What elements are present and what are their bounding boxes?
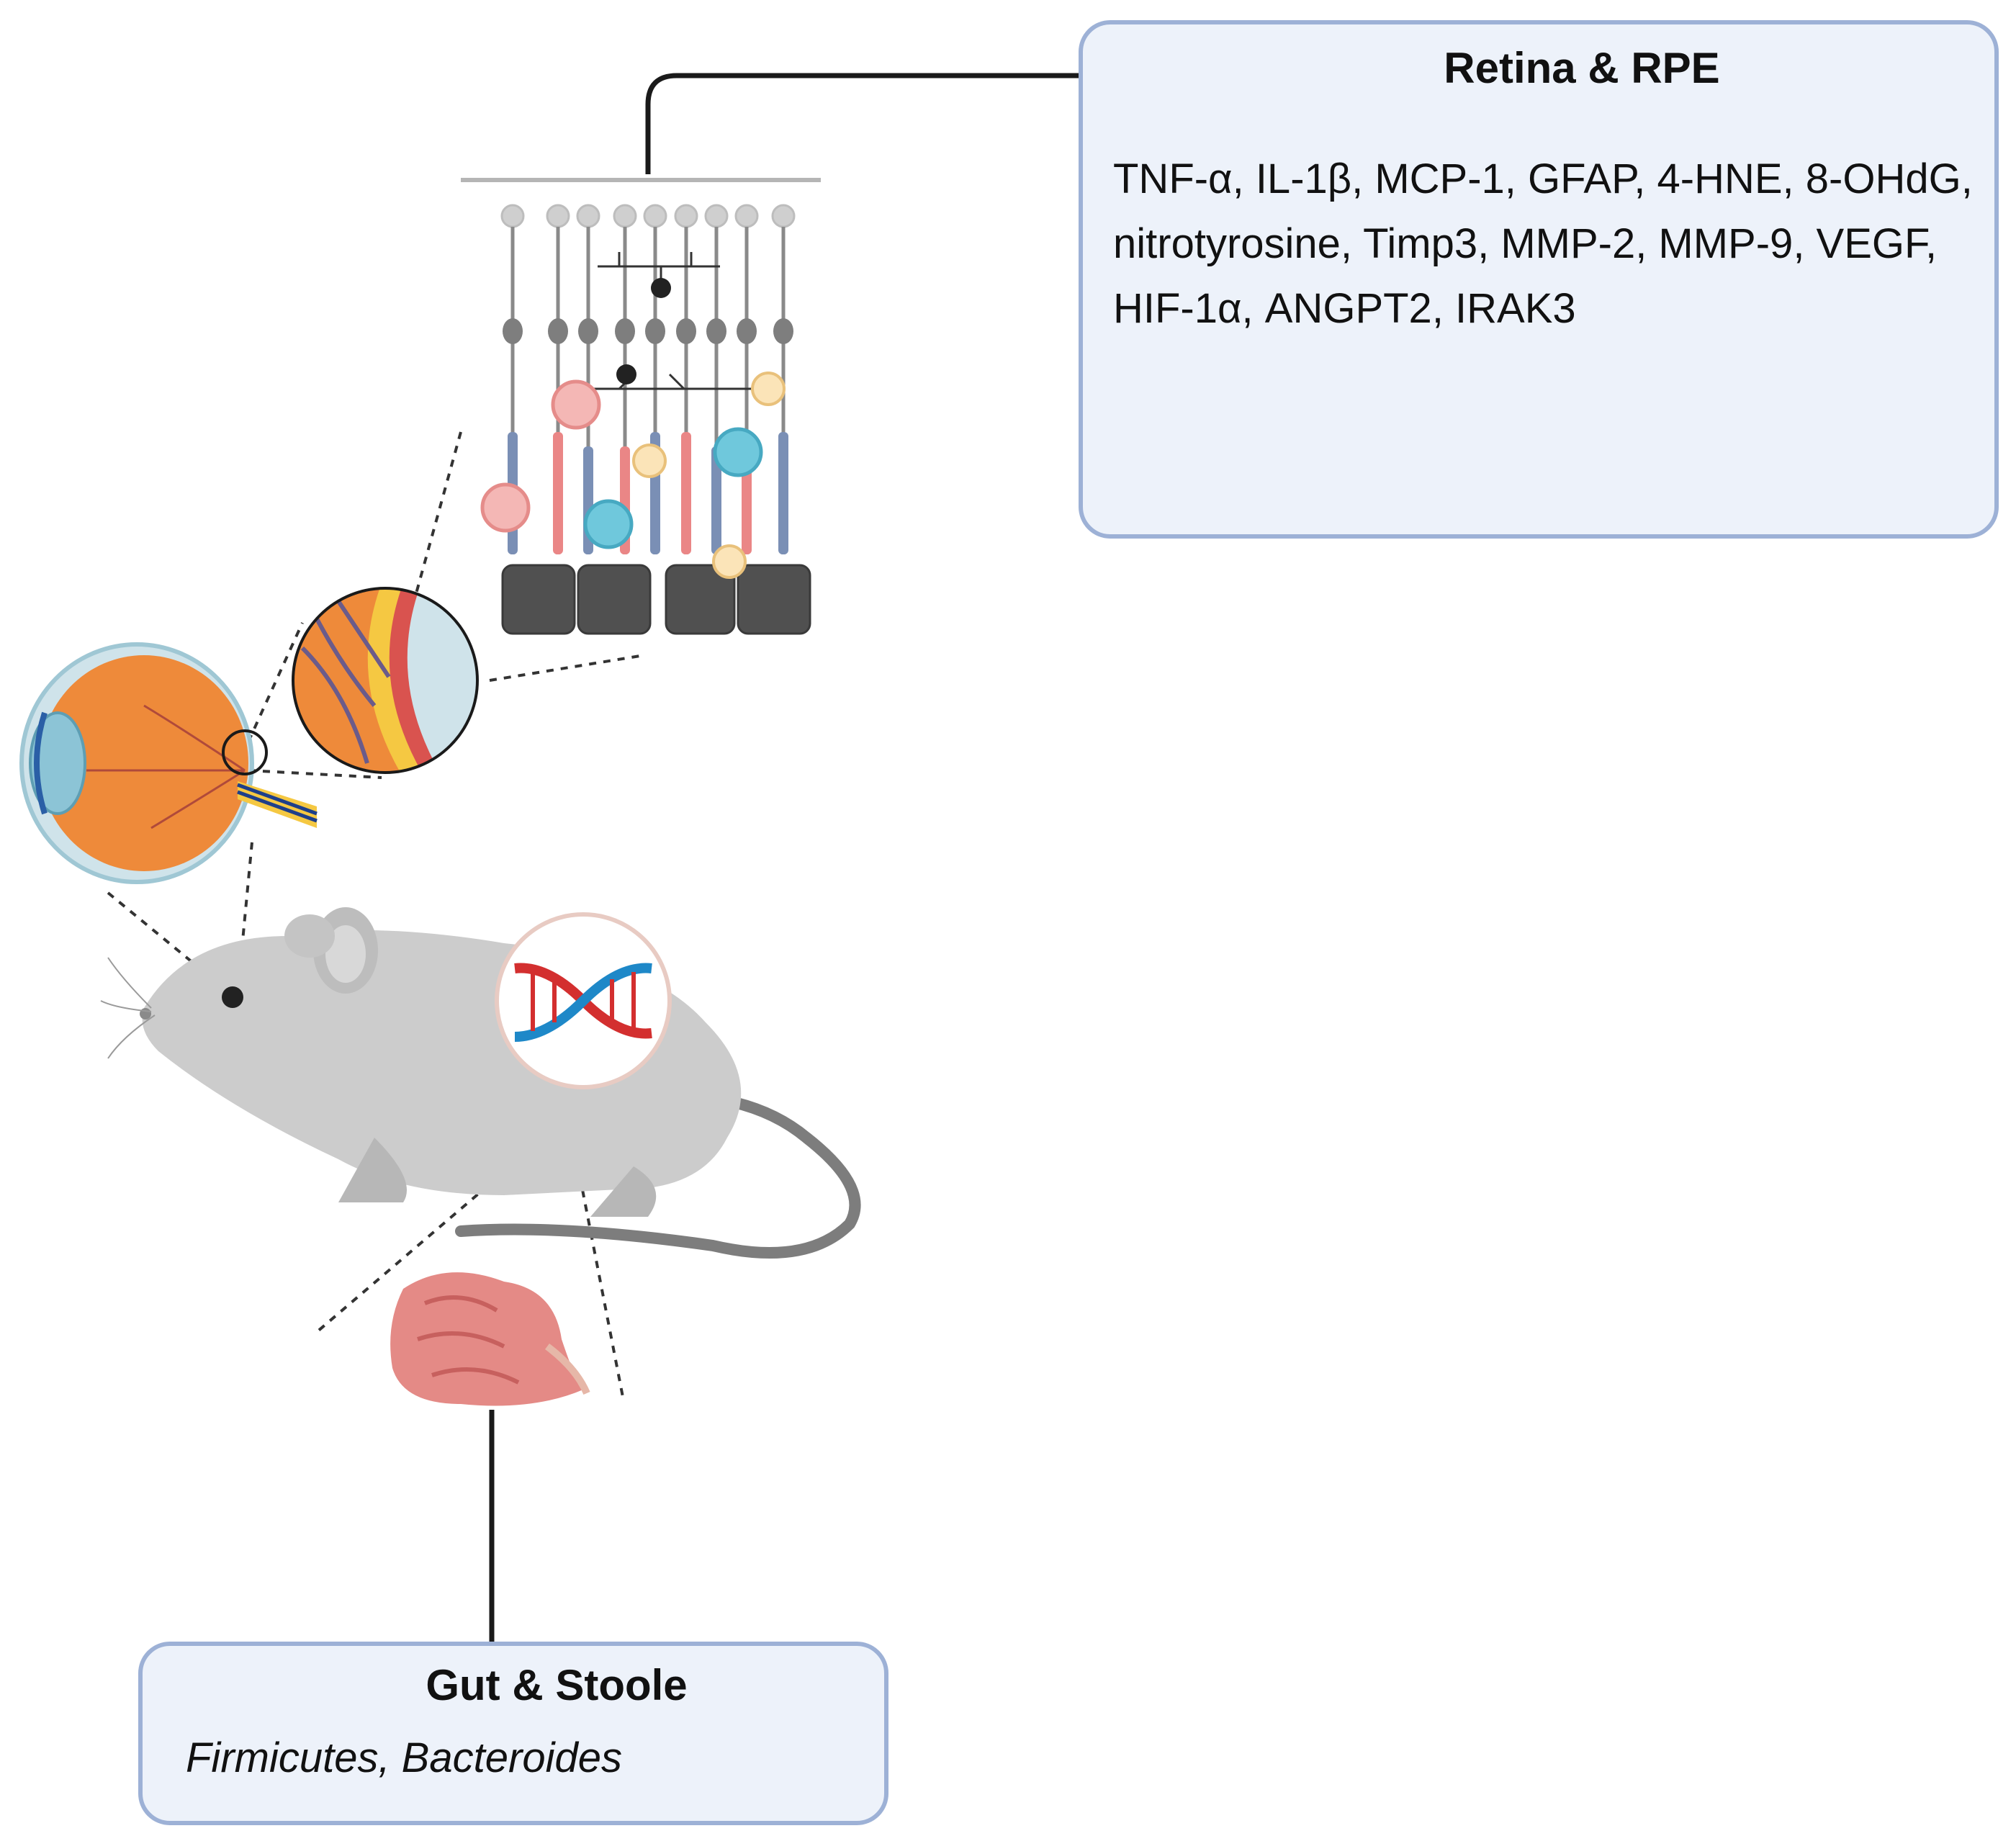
intestine-icon — [390, 1272, 590, 1406]
eye-cross-section-icon — [19, 642, 318, 884]
retina-layers-icon — [461, 178, 821, 635]
retina-magnifier-icon — [292, 587, 479, 774]
retina-connector-line — [645, 73, 1080, 174]
retina-rpe-box: Retina & RPE TNF-α, IL-1β, MCP-1, GFAP, … — [1079, 20, 1999, 539]
dna-icon — [495, 912, 672, 1089]
gut-stool-box: Gut & Stoole Firmicutes, Bacteroides — [138, 1642, 888, 1825]
retina-rpe-markers: TNF-α, IL-1β, MCP-1, GFAP, 4-HNE, 8-OHdG… — [1113, 156, 1973, 332]
mouse-icon — [100, 907, 861, 1259]
gut-stool-title: Gut & Stoole — [426, 1661, 688, 1709]
retina-rpe-title: Retina & RPE — [1444, 44, 1720, 92]
gut-stool-taxa: Firmicutes, Bacteroides — [186, 1734, 622, 1781]
